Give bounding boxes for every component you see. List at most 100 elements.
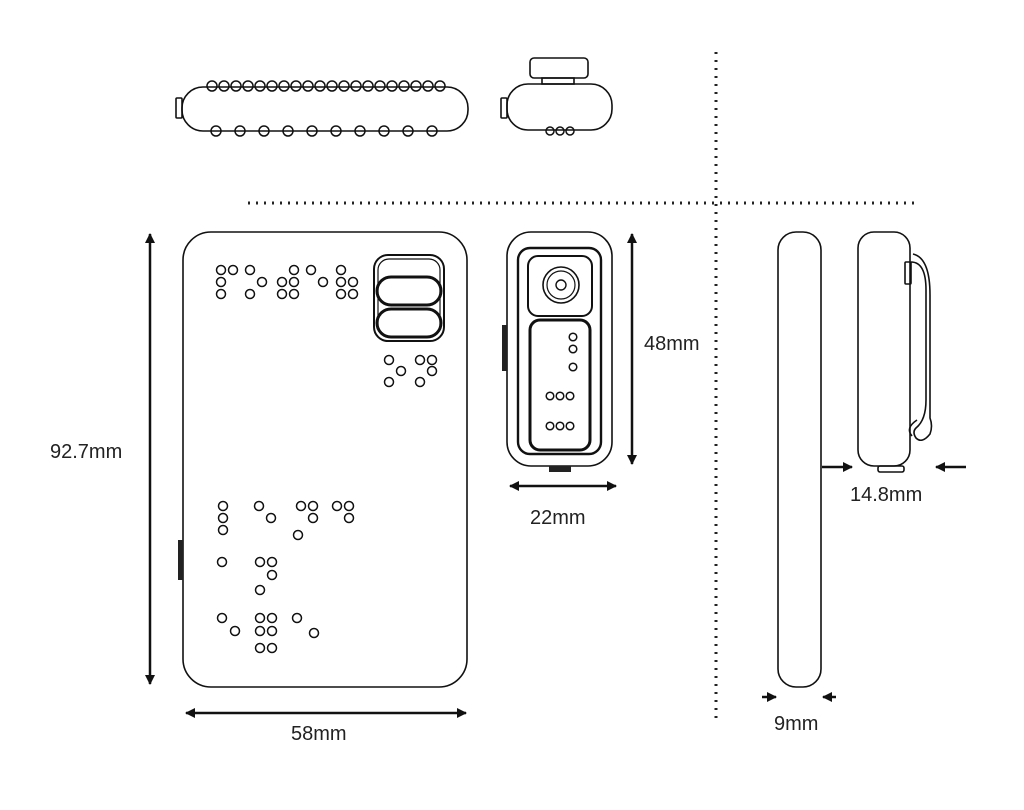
camera-housing: [527, 255, 593, 317]
body-thickness-label: 9mm: [774, 713, 818, 735]
braille-dot: [565, 421, 575, 431]
braille-dot: [266, 556, 278, 568]
braille-dot: [244, 288, 256, 300]
rocker-button-lower: [375, 307, 443, 339]
small-width-label: 22mm: [530, 507, 586, 529]
braille-dot: [555, 391, 565, 401]
braille-dot: [335, 288, 347, 300]
small-side-button: [502, 325, 507, 371]
braille-dot: [395, 365, 407, 377]
top-view-bump: [282, 125, 294, 137]
top-view-bump: [374, 80, 386, 92]
braille-dot: [253, 500, 265, 512]
braille-dot: [347, 288, 359, 300]
top-view-bump: [354, 125, 366, 137]
front-braille-dots: [215, 264, 438, 654]
braille-dot: [347, 276, 359, 288]
braille-dot: [414, 354, 426, 366]
braille-dot: [335, 264, 347, 276]
width-label: 58mm: [291, 723, 347, 745]
braille-dot: [343, 500, 355, 512]
top-view-bump: [565, 126, 575, 136]
braille-dot: [307, 500, 319, 512]
top-view-bump: [206, 80, 218, 92]
braille-dot: [217, 500, 229, 512]
braille-dot: [215, 264, 227, 276]
top-view-bump: [434, 80, 446, 92]
braille-dot: [266, 642, 278, 654]
braille-dot: [266, 625, 278, 637]
top-view-bump: [230, 80, 242, 92]
top-view-bump: [545, 126, 555, 136]
braille-dot: [426, 365, 438, 377]
braille-dot: [331, 500, 343, 512]
braille-dot: [555, 421, 565, 431]
braille-dot: [335, 276, 347, 288]
braille-dot: [307, 512, 319, 524]
braille-dot: [291, 612, 303, 624]
top-view-bump: [218, 80, 230, 92]
camera-lens-icon: [542, 266, 580, 304]
small-top-bumps: [545, 126, 575, 136]
top-view-bump: [254, 80, 266, 92]
braille-dot: [254, 612, 266, 624]
clip-thickness-label: 14.8mm: [850, 484, 922, 506]
small-height-label: 48mm: [644, 333, 700, 355]
large-device-top-view: [175, 80, 469, 137]
top-view-bump: [210, 125, 222, 137]
keypad-panel: [528, 318, 592, 452]
braille-dot: [383, 376, 395, 388]
height-label: 92.7mm: [50, 441, 122, 463]
braille-dot: [414, 376, 426, 388]
braille-dot: [244, 264, 256, 276]
braille-dot: [256, 276, 268, 288]
thin-side-view: [777, 231, 822, 688]
braille-dot: [216, 612, 228, 624]
top-view-bump: [306, 125, 318, 137]
braille-dot: [545, 391, 555, 401]
top-braille-bumps: [206, 80, 446, 137]
top-view-bump: [242, 80, 254, 92]
top-view-bump: [314, 80, 326, 92]
top-view-bump: [398, 80, 410, 92]
braille-dot: [288, 264, 300, 276]
belt-clip: [910, 253, 933, 442]
small-device-front-view: [502, 231, 613, 472]
large-device-body: [182, 231, 468, 688]
braille-dot: [254, 584, 266, 596]
top-view-bump: [410, 80, 422, 92]
top-view-bump: [426, 125, 438, 137]
braille-dot: [383, 354, 395, 366]
braille-dot: [565, 391, 575, 401]
braille-dot: [288, 288, 300, 300]
top-view-bump: [278, 80, 290, 92]
dimension-arrows: [145, 233, 966, 718]
clip-side-view: [857, 231, 933, 473]
braille-dot: [545, 421, 555, 431]
braille-dot: [215, 288, 227, 300]
braille-dot: [295, 500, 307, 512]
braille-dot: [276, 288, 288, 300]
top-view-bump: [234, 125, 246, 137]
braille-dot: [343, 512, 355, 524]
top-view-bump: [378, 125, 390, 137]
top-view-bump: [422, 80, 434, 92]
braille-dot: [568, 332, 578, 342]
braille-dot: [288, 276, 300, 288]
braille-dot: [317, 276, 329, 288]
braille-dot: [254, 556, 266, 568]
braille-dot: [216, 556, 228, 568]
braille-dot: [227, 264, 239, 276]
braille-dot: [292, 529, 304, 541]
braille-dot: [229, 625, 241, 637]
braille-dot: [426, 354, 438, 366]
top-view-bump: [386, 80, 398, 92]
braille-dot: [266, 612, 278, 624]
top-view-bump: [330, 125, 342, 137]
top-view-bump: [266, 80, 278, 92]
braille-dot: [308, 627, 320, 639]
rocker-button-upper: [375, 275, 443, 307]
braille-dot: [254, 642, 266, 654]
braille-dot: [265, 512, 277, 524]
